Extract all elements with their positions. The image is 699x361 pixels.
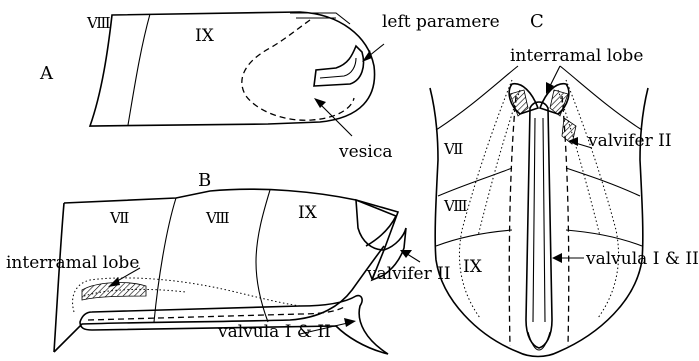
panel-c: C interramal lobe Ⅶ Ⅷ IX valvifer II val…	[430, 11, 699, 357]
panel-c-top-margin-right	[560, 66, 642, 130]
panel-c-dotted-inner-right	[558, 90, 600, 236]
panel-c-vii-viii-right	[566, 168, 640, 196]
panel-a-vesica-arrowhead	[314, 98, 326, 108]
panel-c-interramal-label: interramal lobe	[510, 46, 643, 66]
panel-c-valvifer-label: valvifer II	[587, 131, 672, 151]
panel-c-label: C	[530, 11, 544, 32]
panel-c-valvula-inner	[533, 118, 545, 322]
panel-a-vesica-outline	[242, 20, 354, 120]
panel-b-valvula-arrowhead	[344, 318, 356, 327]
panel-c-valvula-outer	[526, 102, 552, 348]
panel-c-segment-vii: Ⅶ	[443, 140, 463, 158]
panel-b: B Ⅶ Ⅷ IX interramal lobe valvifer II val…	[6, 170, 451, 354]
panel-c-top-margin-left	[436, 66, 518, 130]
panel-b-segment-viii: Ⅷ	[205, 209, 230, 227]
panel-c-vii-viii-left	[438, 168, 512, 196]
panel-c-segment-viii: Ⅷ	[443, 197, 468, 215]
panel-c-valvula-label: valvula I & II	[585, 249, 699, 269]
panel-c-viii-ix-left	[436, 230, 512, 246]
panel-b-boundary-viii-ix	[256, 190, 270, 322]
panel-a-segment-viii: Ⅷ	[86, 14, 111, 32]
panel-b-anterior-margin	[54, 203, 64, 352]
panel-c-dotted-inner-left	[478, 90, 520, 236]
panel-a-paramere-label: left paramere	[382, 12, 500, 32]
panel-b-boundary-vii-viii	[154, 198, 176, 322]
panel-b-valvula-label: valvula I & II	[217, 322, 331, 342]
panel-a-vesica-label: vesica	[338, 142, 392, 162]
panel-b-segment-vii: Ⅶ	[109, 209, 129, 227]
panel-a: A Ⅷ IX left paramere vesica	[39, 12, 500, 162]
panel-c-segment-ix: IX	[463, 257, 483, 277]
panel-b-interramal-label: interramal lobe	[6, 253, 139, 273]
panel-b-label: B	[198, 170, 211, 191]
panel-c-valvula-arrowhead	[552, 253, 562, 263]
panel-c-viii-ix-right	[566, 230, 642, 246]
panel-a-segment-boundary	[128, 14, 150, 125]
panel-b-segment-ix: IX	[298, 203, 318, 223]
panel-c-outer-outline	[430, 88, 648, 357]
panel-c-dashed-left	[509, 96, 516, 346]
panel-c-dotted-right	[566, 80, 619, 318]
panel-a-left-paramere	[314, 46, 364, 86]
panel-a-label: A	[39, 63, 54, 84]
panel-b-tip-cone	[356, 200, 398, 250]
panel-a-segment-ix: IX	[195, 26, 215, 46]
